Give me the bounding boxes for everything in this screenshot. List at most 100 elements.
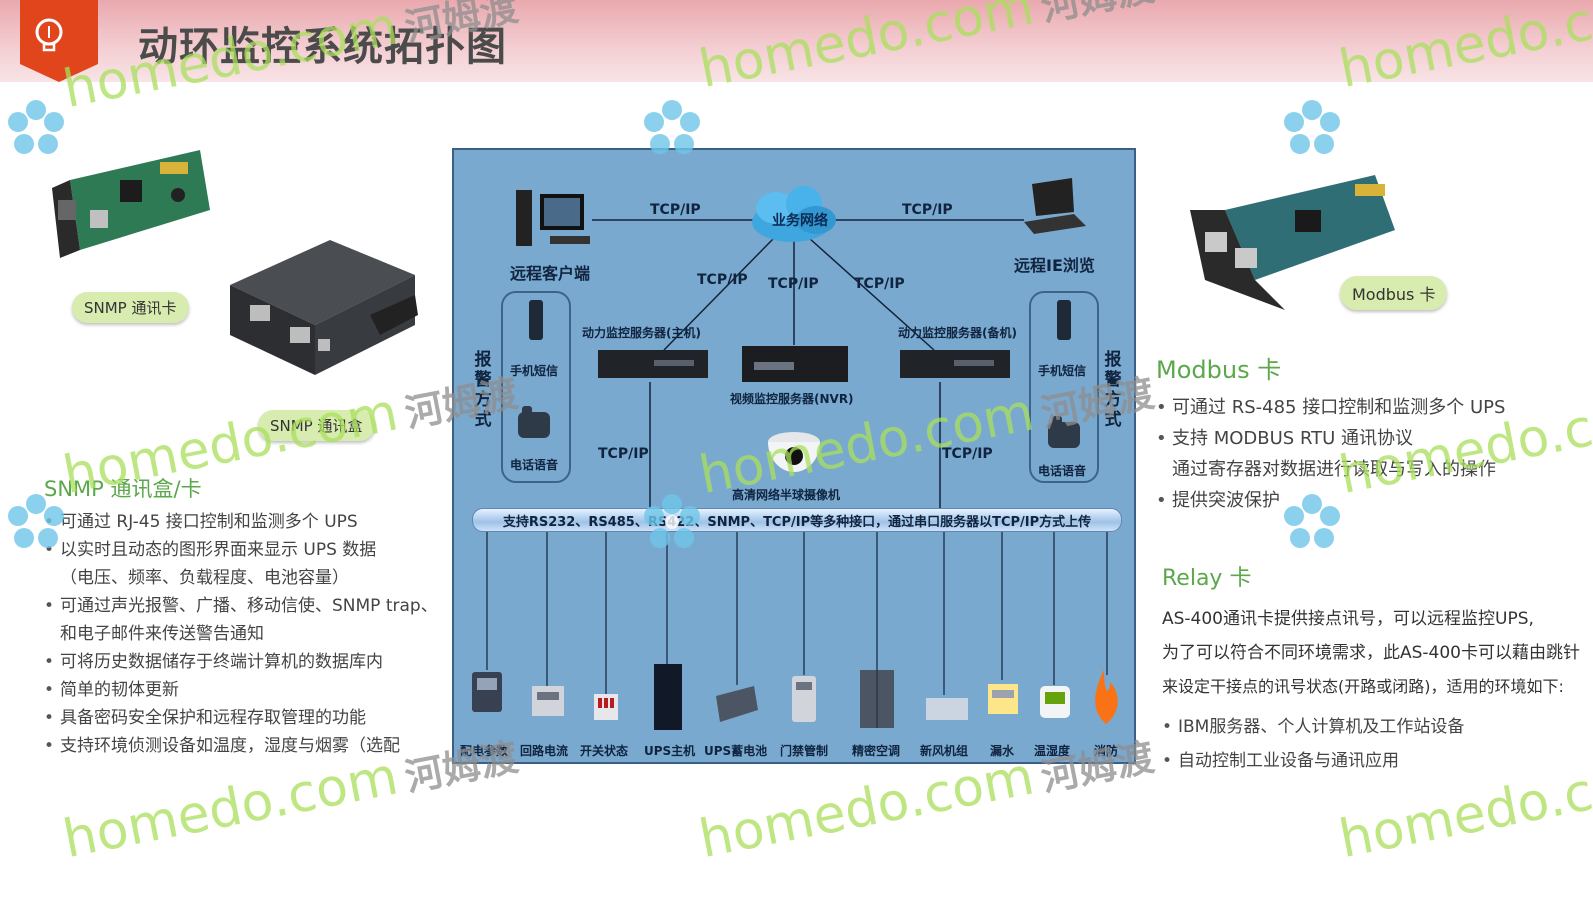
interface-bus-label: 支持RS232、RS485、RS422、SNMP、TCP/IP等多种接口，通过串… xyxy=(502,515,1092,530)
topology-diagram: 业务网络 TCP/IP TCP/IP TCP/IP TCP/IP TCP/IP … xyxy=(452,148,1136,764)
nvr-label: 视频监控服务器(NVR) xyxy=(730,392,854,406)
modbus-card-image xyxy=(1190,175,1395,310)
lightbulb-icon xyxy=(35,18,63,52)
diagram-lines xyxy=(472,178,1118,730)
tcp-label: TCP/IP xyxy=(697,272,748,288)
relay-feature: 自动控制工业设备与通讯应用 xyxy=(1162,744,1582,778)
snmp-feature-cont: （电压、频率、负载程度、电池容量） xyxy=(60,568,349,588)
watermark-flower-icon xyxy=(1284,100,1340,154)
modbus-feature: 提供突波保护 xyxy=(1156,485,1576,516)
alarm-label-right: 报警方式 xyxy=(1104,350,1122,430)
snmp-feature-list: 可通过 RJ-45 接口控制和监测多个 UPS 以实时且动态的图形界面来显示 U… xyxy=(44,508,454,760)
modbus-title: Modbus 卡 xyxy=(1156,356,1282,384)
current-meter-icon xyxy=(532,686,564,716)
server-icon xyxy=(598,350,708,378)
relay-description: AS-400通讯卡提供接点讯号，可以远程监控UPS, 为了可以符合不同环境需求，… xyxy=(1162,602,1582,704)
tcp-label: TCP/IP xyxy=(768,276,819,292)
snmp-feature: 简单的韧体更新 xyxy=(44,676,454,704)
water-leak-icon xyxy=(988,684,1018,714)
equipment-label: 消防 xyxy=(1094,744,1119,758)
modbus-feature: 通过寄存器对数据进行读取与写入的操作 xyxy=(1172,459,1496,480)
snmp-section-title: SNMP 通讯盒/卡 xyxy=(44,477,202,501)
snmp-box-pill: SNMP 通讯盒 xyxy=(258,410,375,441)
dome-camera-icon xyxy=(768,432,820,472)
equipment-label: 温湿度 xyxy=(1034,744,1071,758)
battery-icon xyxy=(716,686,758,722)
desk-phone-icon xyxy=(1048,416,1080,448)
relay-line: 为了可以符合不同环境需求，此AS-400卡可以藉由跳针 xyxy=(1162,643,1581,663)
equipment-label: 开关状态 xyxy=(580,744,629,758)
modbus-feature: 可通过 RS-485 接口控制和监测多个 UPS xyxy=(1156,392,1576,423)
snmp-box-image xyxy=(230,240,418,375)
nvr-icon xyxy=(742,346,848,382)
relay-feature: IBM服务器、个人计算机及工作站设备 xyxy=(1162,710,1582,744)
tcp-label: TCP/IP xyxy=(902,202,953,218)
equipment-label: 新风机组 xyxy=(920,744,969,758)
voice-label-left: 电话语音 xyxy=(510,458,559,472)
modbus-pill: Modbus 卡 xyxy=(1340,276,1448,310)
snmp-feature: 以实时且动态的图形界面来显示 UPS 数据 xyxy=(44,536,454,564)
modbus-feature: 支持 MODBUS RTU 通讯协议 xyxy=(1156,423,1576,454)
camera-label: 高清网络半球摄像机 xyxy=(732,488,841,502)
snmp-feature-cont: 和电子邮件来传送警告通知 xyxy=(60,624,264,644)
relay-line: AS-400通讯卡提供接点讯号，可以远程监控UPS, xyxy=(1162,609,1534,629)
switch-icon xyxy=(594,694,618,720)
desk-phone-icon xyxy=(518,406,550,438)
fire-icon xyxy=(1095,670,1118,724)
watermark-flower-icon xyxy=(1284,494,1340,548)
snmp-feature: 可通过声光报警、广播、移动信使、SNMP trap、 xyxy=(44,592,454,620)
laptop-icon xyxy=(1024,178,1086,234)
tcp-label: TCP/IP xyxy=(942,446,993,462)
snmp-feature: 可通过 RJ-45 接口控制和监测多个 UPS xyxy=(44,508,454,536)
precision-ac-icon xyxy=(860,670,894,728)
voice-label-right: 电话语音 xyxy=(1038,464,1087,478)
alarm-box-right xyxy=(1029,291,1099,483)
tcp-label: TCP/IP xyxy=(854,276,905,292)
tcp-label: TCP/IP xyxy=(650,202,701,218)
modbus-feature-list: 可通过 RS-485 接口控制和监测多个 UPS 支持 MODBUS RTU 通… xyxy=(1156,392,1576,516)
interface-bus: 支持RS232、RS485、RS422、SNMP、TCP/IP等多种接口，通过串… xyxy=(472,508,1122,532)
cloud-label: 业务网络 xyxy=(772,213,828,229)
access-control-icon xyxy=(792,676,816,722)
equipment-label: 回路电流 xyxy=(520,744,569,758)
equipment-label: 精密空调 xyxy=(852,744,901,758)
cloud-icon xyxy=(752,186,836,242)
watermark-flower-icon xyxy=(8,100,64,154)
remote-ie-label: 远程IE浏览 xyxy=(1014,256,1095,275)
snmp-card-pill: SNMP 通讯卡 xyxy=(72,292,189,323)
mobile-phone-icon xyxy=(1057,300,1071,340)
snmp-feature: 支持环境侦测设备如温度，湿度与烟雾（选配 xyxy=(44,732,454,760)
remote-client-label: 远程客户端 xyxy=(510,264,591,283)
snmp-feature: 可将历史数据储存于终端计算机的数据库内 xyxy=(44,648,454,676)
snmp-card-image xyxy=(52,150,210,258)
sms-label-left: 手机短信 xyxy=(510,364,559,378)
watermark-flower-icon xyxy=(8,494,64,548)
relay-line: 来设定干接点的讯号状态(开路或闭路)，适用的环境如下: xyxy=(1162,677,1564,696)
alarm-box-left xyxy=(501,291,571,483)
equipment-label: 漏水 xyxy=(990,744,1015,758)
tcp-label: TCP/IP xyxy=(598,446,649,462)
equipment-label: 配电参数 xyxy=(460,744,509,758)
header-bar xyxy=(0,0,1593,82)
meter-icon xyxy=(472,672,502,712)
watermark-flower-icon xyxy=(644,100,700,154)
server-icon xyxy=(900,350,1010,378)
temperature-humidity-icon xyxy=(1040,686,1070,718)
alarm-label-left: 报警方式 xyxy=(474,350,492,430)
equipment-label: UPS蓄电池 xyxy=(704,744,768,758)
equipment-label: 门禁管制 xyxy=(780,744,829,758)
ups-host-icon xyxy=(654,664,682,730)
server-backup-label: 动力监控服务器(备机) xyxy=(898,326,1017,340)
sms-label-right: 手机短信 xyxy=(1038,364,1087,378)
fresh-air-unit-icon xyxy=(926,698,968,720)
page-title: 动环监控系统拓扑图 xyxy=(138,24,507,70)
header-badge xyxy=(20,0,98,82)
relay-title: Relay 卡 xyxy=(1162,566,1252,591)
desktop-computer-icon xyxy=(516,190,590,246)
equipment-label: UPS主机 xyxy=(644,744,696,758)
snmp-feature: 具备密码安全保护和远程存取管理的功能 xyxy=(44,704,454,732)
relay-feature-list: IBM服务器、个人计算机及工作站设备 自动控制工业设备与通讯应用 xyxy=(1162,710,1582,778)
server-main-label: 动力监控服务器(主机) xyxy=(582,326,701,340)
mobile-phone-icon xyxy=(529,300,543,340)
watermark-flower-icon xyxy=(644,494,700,548)
